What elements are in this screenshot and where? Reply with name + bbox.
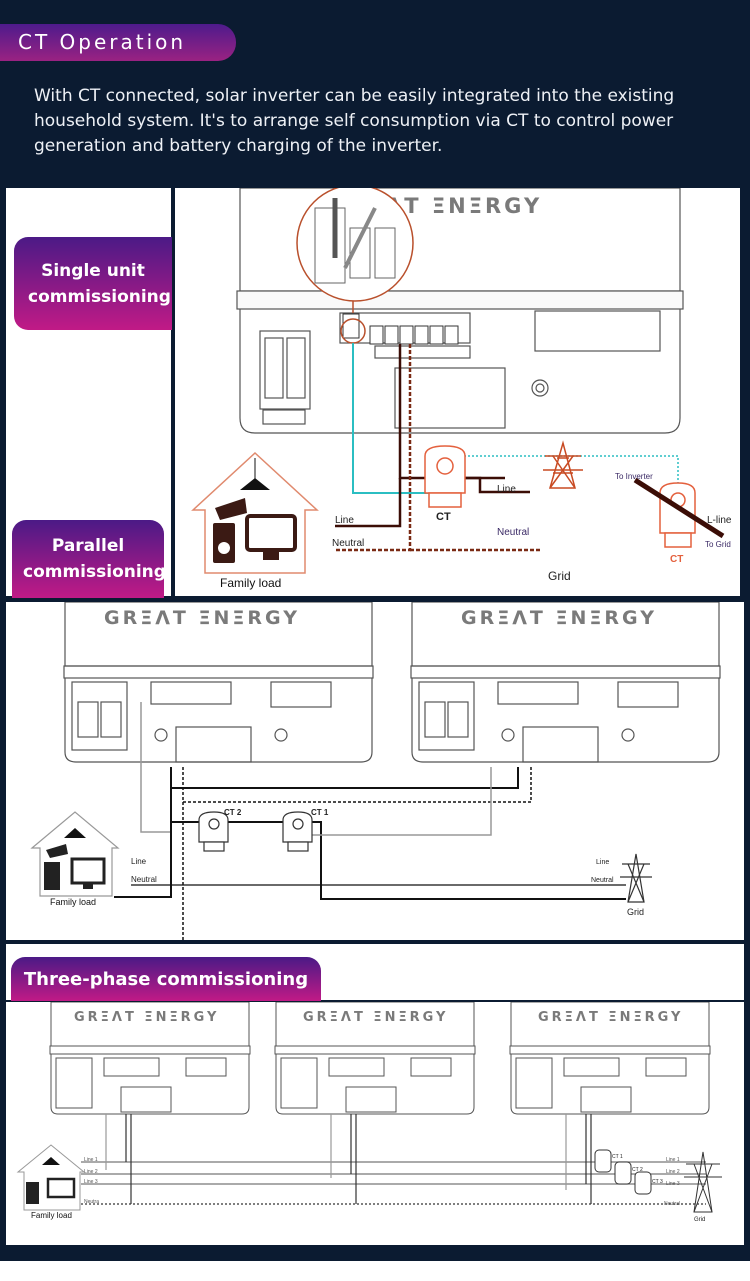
ct2-label: CT 2 (632, 1167, 643, 1173)
single-diagram-panel: ΛT ΞNΞRGY CT L (175, 188, 740, 596)
line-label: Line (335, 515, 354, 526)
l-line-cable (633, 477, 725, 539)
family-load-house-icon (191, 451, 319, 574)
ct3-label: CT 3 (652, 1179, 663, 1185)
ct1-label: CT 1 (612, 1154, 623, 1160)
single-unit-diagram: ΛT ΞNΞRGY CT L (191, 188, 732, 590)
grid-line2-label: Line 2 (666, 1169, 680, 1175)
brand-logo-b: GRΞΛT ΞNΞRGY (303, 1010, 448, 1025)
line3-label: Line 3 (84, 1179, 98, 1185)
inverter-unit-a (49, 1002, 251, 1115)
magnifier-detail (296, 188, 414, 344)
grid-line-label: Line (497, 484, 516, 495)
inverter-unit-b (274, 1002, 476, 1115)
ct1-label: CT 1 (311, 808, 329, 817)
grid-tower-icon (543, 440, 583, 489)
wiring (335, 343, 679, 552)
grid-tower-icon (620, 853, 652, 903)
grid-neutral-label: Neutral (591, 877, 614, 884)
grid-tower-icon (684, 1151, 722, 1213)
parallel-diagram: GRΞΛT ΞNΞRGY GRΞΛT ΞNΞRGY (30, 602, 721, 940)
ct2-clamp-icon (198, 811, 229, 852)
inverter-unit-1 (63, 602, 374, 763)
line2-label: Line 2 (84, 1169, 98, 1175)
brand-logo-1: GRΞΛT ΞNΞRGY (104, 607, 300, 629)
parallel-diagram-panel: GRΞΛT ΞNΞRGY GRΞΛT ΞNΞRGY (6, 602, 744, 940)
ct2-label: CT 2 (224, 808, 242, 817)
parallel-badge-label: Parallel commissioning (23, 536, 166, 582)
three-phase-wiring (81, 1114, 706, 1205)
grid-label: Grid (694, 1217, 705, 1223)
to-grid-label: To Grid (705, 540, 731, 549)
family-load-label: Family load (220, 576, 281, 590)
ct-detail-icon (659, 482, 696, 548)
family-load-label: Family load (50, 897, 96, 907)
inverter-unit-c (509, 1002, 711, 1115)
grid-label: Grid (627, 907, 644, 917)
ct1-clamp-icon (282, 811, 313, 852)
parallel-badge: Parallel commissioning (12, 520, 166, 598)
single-unit-badge-label: Single unit commissioning (28, 260, 171, 307)
family-load-house-icon (30, 811, 120, 897)
neutral-label: Neutral (332, 538, 364, 549)
three-phase-diagram-panel: GRΞΛT ΞNΞRGY GRΞΛT ΞNΞRGY GRΞΛT ΞNΞRGY (6, 1002, 744, 1245)
grid-label: Grid (548, 569, 571, 583)
three-phase-badge-label: Three-phase commissioning (23, 968, 309, 990)
three-phase-diagram: GRΞΛT ΞNΞRGY GRΞΛT ΞNΞRGY GRΞΛT ΞNΞRGY (16, 1002, 722, 1223)
brand-logo-c: GRΞΛT ΞNΞRGY (538, 1010, 683, 1025)
brand-logo-a: GRΞΛT ΞNΞRGY (74, 1010, 219, 1025)
neutral-label: Neutra (84, 1199, 99, 1205)
l-line-label: L-line (707, 515, 732, 526)
brand-logo: ΛT ΞNΞRGY (385, 194, 542, 218)
ct-clamp-icons (594, 1149, 652, 1195)
grid-neutral-label: Neutral (664, 1201, 680, 1207)
single-unit-badge: Single unit commissioning (14, 237, 172, 330)
ct-detail-label: CT (670, 554, 683, 565)
line1-label: Line 1 (84, 1157, 98, 1163)
ct-label: CT (436, 511, 451, 523)
grid-neutral-label: Neutral (497, 527, 529, 538)
line-label: Line (131, 857, 147, 866)
section-title: CT Operation (0, 24, 236, 61)
ct-clamp-icon (424, 445, 466, 508)
family-load-house-icon (16, 1144, 86, 1211)
family-load-label: Family load (31, 1211, 72, 1220)
inverter-unit-2 (410, 602, 721, 763)
neutral-label: Neutral (131, 875, 157, 884)
grid-line-label: Line (596, 859, 609, 866)
grid-line3-label: Line 3 (666, 1181, 680, 1187)
three-phase-badge: Three-phase commissioning (11, 957, 321, 1001)
grid-line1-label: Line 1 (666, 1157, 680, 1163)
intro-text: With CT connected, solar inverter can be… (34, 86, 675, 156)
brand-logo-2: GRΞΛT ΞNΞRGY (461, 607, 657, 629)
parallel-wiring (114, 702, 626, 940)
to-inverter-label: To Inverter (615, 472, 653, 481)
terminal-block (342, 313, 459, 345)
